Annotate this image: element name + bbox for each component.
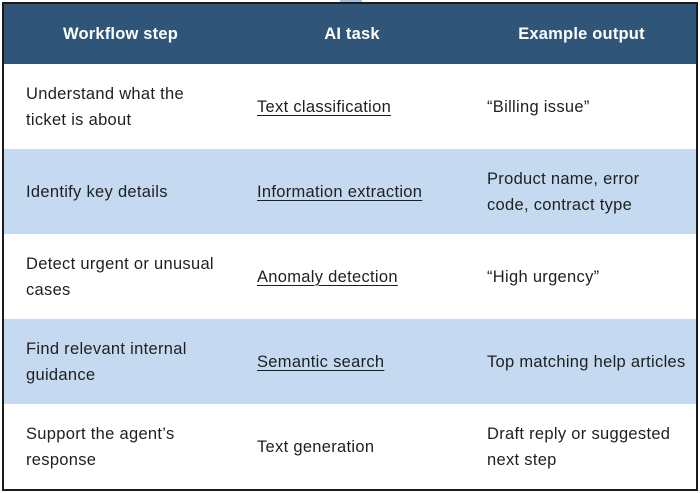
table-row: Find relevant internal guidance Semantic… — [4, 319, 696, 404]
ai-task-link[interactable]: Information extraction — [257, 182, 423, 201]
example-output-text: Top matching help articles — [487, 352, 686, 371]
workflow-step-text: Support the agent’s response — [26, 424, 175, 469]
example-output-text: Draft reply or suggested next step — [487, 424, 671, 469]
cell-ai-task: Anomaly detection — [237, 234, 467, 319]
top-edge-marker — [340, 0, 362, 2]
workflow-step-text: Understand what the ticket is about — [26, 84, 184, 129]
cell-example-output: Top matching help articles — [467, 319, 696, 404]
workflow-step-text: Identify key details — [26, 182, 168, 201]
cell-workflow-step: Identify key details — [4, 149, 237, 234]
table-row: Detect urgent or unusual cases Anomaly d… — [4, 234, 696, 319]
header-ai-task: AI task — [324, 24, 380, 43]
cell-example-output: Product name, error code, contract type — [467, 149, 696, 234]
cell-example-output: “Billing issue” — [467, 64, 696, 149]
cell-ai-task: Information extraction — [237, 149, 467, 234]
cell-example-output: “High urgency” — [467, 234, 696, 319]
ai-task-link[interactable]: Text classification — [257, 97, 392, 116]
ai-task-text: Text generation — [257, 437, 375, 456]
example-output-text: “High urgency” — [487, 267, 600, 286]
table-row: Identify key details Information extract… — [4, 149, 696, 234]
workflow-ai-table: Workflow step AI task Example output Und… — [4, 4, 696, 489]
cell-workflow-step: Detect urgent or unusual cases — [4, 234, 237, 319]
header-example-output: Example output — [518, 24, 645, 43]
workflow-step-text: Detect urgent or unusual cases — [26, 254, 214, 299]
cell-example-output: Draft reply or suggested next step — [467, 404, 696, 489]
cell-ai-task: Semantic search — [237, 319, 467, 404]
table-row: Support the agent’s response Text genera… — [4, 404, 696, 489]
cell-workflow-step: Support the agent’s response — [4, 404, 237, 489]
table-header-row: Workflow step AI task Example output — [4, 4, 696, 64]
cell-workflow-step: Understand what the ticket is about — [4, 64, 237, 149]
example-output-text: Product name, error code, contract type — [487, 169, 640, 214]
workflow-step-text: Find relevant internal guidance — [26, 339, 187, 384]
cell-ai-task: Text classification — [237, 64, 467, 149]
cell-workflow-step: Find relevant internal guidance — [4, 319, 237, 404]
ai-task-link[interactable]: Semantic search — [257, 352, 385, 371]
ai-task-link[interactable]: Anomaly detection — [257, 267, 398, 286]
header-workflow-step: Workflow step — [62, 24, 179, 43]
cell-ai-task: Text generation — [237, 404, 467, 489]
example-output-text: “Billing issue” — [487, 97, 590, 116]
table-row: Understand what the ticket is about Text… — [4, 64, 696, 149]
